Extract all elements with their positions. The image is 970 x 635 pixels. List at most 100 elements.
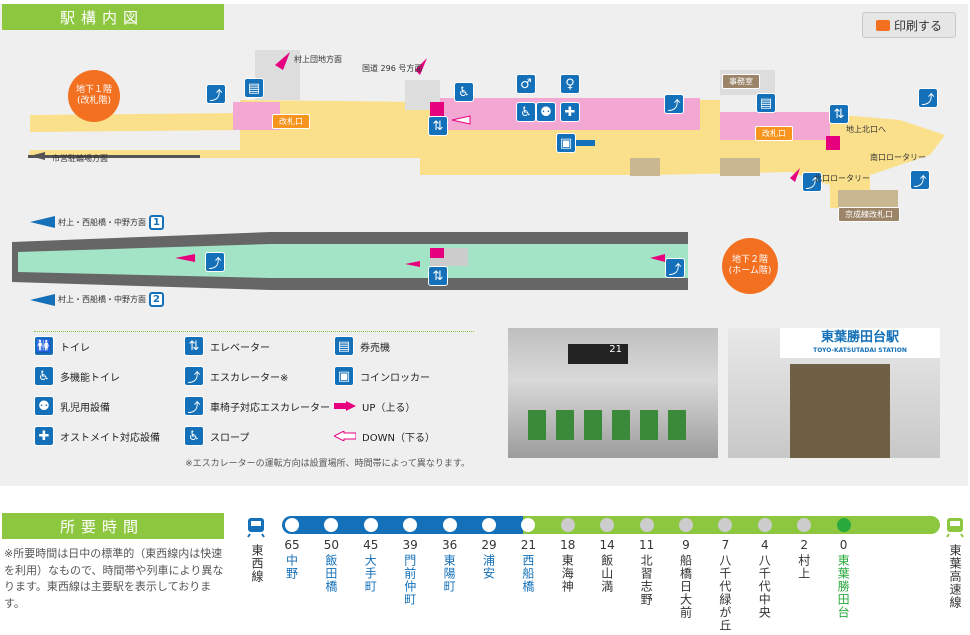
station-dot (797, 518, 812, 532)
station-minutes: 7 (721, 538, 730, 552)
legend-slope: ♿スロープ (184, 426, 334, 446)
station-minutes: 4 (760, 538, 769, 552)
station-name[interactable]: 八千代緑が丘 (717, 554, 732, 632)
station-item: 9 船橋日大前 (665, 516, 707, 619)
station-name[interactable]: 西船橋 (520, 554, 535, 593)
legend-toilet: 🚻トイレ (34, 336, 184, 356)
station-name[interactable]: 中野 (284, 554, 299, 580)
station-dot (679, 518, 693, 532)
station-name[interactable]: 飯山満 (599, 554, 614, 593)
escalator-icon: ⤴ (664, 94, 684, 114)
murakami-direction-label: 村上団地方面 (294, 55, 342, 64)
station-item: 45 大手町 (350, 516, 392, 593)
slope-icon: ♿ (454, 82, 474, 102)
station-dot (363, 518, 378, 532)
accessible-toilet-icon: ♿ (34, 366, 54, 386)
tozai-line-icon (245, 516, 267, 538)
station-name[interactable]: 北習志野 (639, 554, 654, 606)
track-1-number: 1 (149, 215, 164, 230)
escalator-icon: ⤴ (184, 366, 204, 386)
print-button-label: 印刷する (893, 18, 942, 33)
station-minutes: 9 (682, 538, 690, 552)
gate-west-label[interactable]: 改札口 (272, 114, 310, 129)
wheelchair-escalator-icon: ⤴ (665, 258, 685, 278)
page-title: 駅構内図 (2, 4, 224, 30)
station-minutes: 2 (800, 538, 808, 552)
up-arrow-icon (334, 401, 356, 411)
legend-coin-locker: ▣コインロッカー (334, 366, 474, 386)
station-dot (757, 518, 772, 532)
station-item: 21 西船橋 (507, 516, 549, 593)
printer-icon (875, 19, 890, 31)
toyo-line-label: 東葉高速線 (948, 544, 962, 609)
legend-ostomate: ✚オストメイト対応設備 (34, 426, 184, 446)
station-minutes: 14 (599, 538, 615, 552)
coin-locker-icon: ▣ (334, 366, 354, 386)
floor-b2-badge: 地下２階 (ホーム階) (722, 238, 778, 294)
escalator-icon: ⤴ (910, 170, 930, 190)
station-dot (718, 518, 733, 532)
station-dot (324, 518, 339, 532)
legend-escalator: ⤴エスカレーター※ (184, 366, 334, 386)
elevator-icon: ⇅ (428, 266, 448, 286)
station-minutes: 45 (363, 538, 379, 552)
city-parking-label: 市営駐輪場方面 (52, 154, 108, 163)
legend-down: DOWN（下る） (334, 426, 474, 446)
toilet-icon: 🚻 (34, 336, 54, 356)
travel-note: ※所要時間は日中の標準的（東西線内は快速を利用）なもので、時間帯や列車により異な… (4, 547, 224, 610)
station-name[interactable]: 東陽町 (442, 554, 457, 593)
station-minutes: 18 (560, 538, 576, 552)
station-dot (442, 518, 457, 532)
station-dot (560, 518, 575, 532)
concourse-map (28, 50, 945, 215)
entrance-stairs (790, 364, 890, 458)
station-minutes: 21 (520, 538, 537, 552)
station-item: 14 飯山満 (586, 516, 628, 593)
ticket-machine-icon: ▤ (756, 93, 776, 113)
station-name[interactable]: 八千代中央 (757, 554, 772, 619)
station-name[interactable]: 飯田橋 (323, 554, 338, 593)
station-name[interactable]: 浦安 (481, 554, 496, 580)
escalator-icon: ⤴ (802, 172, 822, 192)
station-name[interactable]: 船橋日大前 (678, 554, 693, 619)
ticket-machine-icon: ▤ (244, 78, 264, 98)
down-arrow-icon (334, 431, 356, 441)
print-button[interactable]: 印刷する (862, 12, 956, 38)
station-dot (600, 518, 615, 532)
legend-wheelchair-escalator: ⤴車椅子対応エスカレーター (184, 396, 334, 416)
escalator-note: ※エスカレーターの運転方向は設置場所、時間帯によって異なります。 (185, 459, 470, 469)
station-dot (521, 518, 536, 532)
station-name[interactable]: 門前仲町 (402, 554, 417, 606)
station-name[interactable]: 大手町 (363, 554, 378, 593)
wheelchair-escalator-icon: ⤴ (205, 252, 225, 272)
gate-east-label[interactable]: 改札口 (755, 126, 793, 141)
escalator-icon: ⤴ (206, 84, 226, 104)
wheelchair-escalator-icon: ⤴ (184, 396, 204, 416)
track-2-number: 2 (149, 292, 164, 307)
station-name[interactable]: 村上 (796, 554, 811, 580)
route296-direction-label: 国道 296 号方面 (362, 64, 423, 73)
north-exit-label: 地上北口へ (846, 125, 886, 134)
legend-accessible-toilet: ♿多機能トイレ (34, 366, 184, 386)
station-dot (639, 518, 654, 532)
ostomate-icon: ✚ (34, 426, 54, 446)
toilet-female-icon: ♀ (560, 74, 580, 94)
legend: 🚻トイレ ⇅エレベーター ▤券売機 ♿多機能トイレ ⤴エスカレーター※ ▣コイン… (34, 331, 474, 469)
station-dot (403, 518, 418, 532)
slope-icon: ♿ (184, 426, 204, 446)
platform-map (12, 216, 688, 306)
station-minutes: 29 (481, 538, 497, 552)
entrance-photo: 東葉勝田台駅 TOYO-KATSUTADAI STATION (728, 328, 940, 458)
floor-b1-badge: 地下１階 (改札階) (68, 70, 120, 122)
station-sign: 東葉勝田台駅 TOYO-KATSUTADAI STATION (780, 328, 940, 358)
station-name[interactable]: 東海神 (560, 554, 575, 593)
baby-room-icon: ⚉ (536, 102, 556, 122)
keisei-gate-label[interactable]: 京成線改札口 (838, 207, 900, 222)
station-name[interactable]: 東葉勝田台 (836, 554, 851, 619)
elevator-icon: ⇅ (428, 116, 448, 136)
